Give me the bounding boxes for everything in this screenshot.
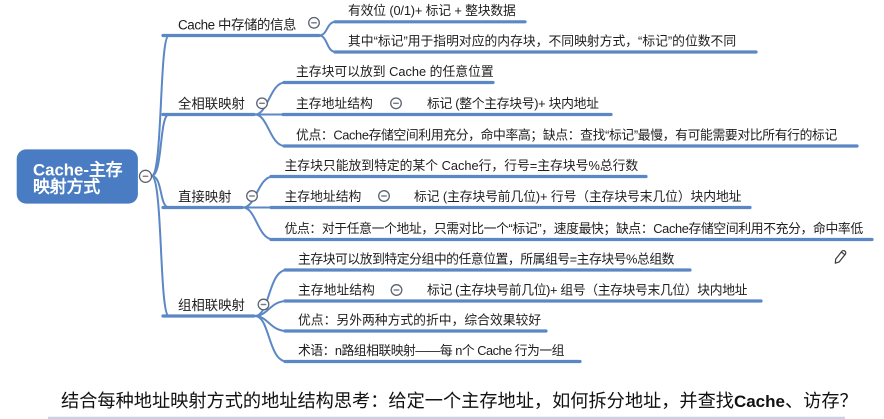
svg-text:优点：另外两种方式的折中，综合效果较好: 优点：另外两种方式的折中，综合效果较好 (298, 312, 541, 327)
svg-text:有效位 (0/1)+ 标记 + 整块数据: 有效位 (0/1)+ 标记 + 整块数据 (348, 3, 516, 18)
svg-text:主存块可以放到 Cache 的任意位置: 主存块可以放到 Cache 的任意位置 (296, 64, 494, 79)
svg-text:直接映射: 直接映射 (178, 189, 232, 205)
svg-text:映射方式: 映射方式 (33, 177, 100, 197)
svg-text:主存地址结构: 主存地址结构 (285, 189, 362, 204)
svg-text:标记 (主存块号前几位)+ 行号（主存块号末几位）块内地址: 标记 (主存块号前几位)+ 行号（主存块号末几位）块内地址 (414, 189, 742, 204)
svg-text:标记 (主存块号前几位)+ 组号（主存块号末几位）块内地址: 标记 (主存块号前几位)+ 组号（主存块号末几位）块内地址 (427, 282, 748, 297)
svg-text:术语：n路组相联映射——每 n个 Cache 行为一组: 术语：n路组相联映射——每 n个 Cache 行为一组 (298, 343, 565, 358)
svg-text:结合每种地址映射方式的地址结构思考：给定一个主存地址，如何拆: 结合每种地址映射方式的地址结构思考：给定一个主存地址，如何拆分地址，并查找Cac… (61, 391, 858, 411)
svg-text:Cache-主存: Cache-主存 (33, 160, 123, 180)
svg-text:其中“标记”用于指明对应的内存块，不同映射方式，“标记”的位: 其中“标记”用于指明对应的内存块，不同映射方式，“标记”的位数不同 (348, 33, 736, 48)
svg-text:优点：Cache存储空间利用充分，命中率高；缺点：查找“标记: 优点：Cache存储空间利用充分，命中率高；缺点：查找“标记”最慢，有可能需要对… (296, 127, 837, 143)
svg-text:标记 (整个主存块号)+ 块内地址: 标记 (整个主存块号)+ 块内地址 (427, 96, 599, 111)
svg-text:主存地址结构: 主存地址结构 (298, 282, 375, 297)
svg-text:Cache 中存储的信息: Cache 中存储的信息 (178, 17, 296, 33)
svg-text:优点：对于任意一个地址，只需对比一个“标记”，速度最快；缺点: 优点：对于任意一个地址，只需对比一个“标记”，速度最快；缺点：Cache存储空间… (285, 221, 864, 237)
svg-text:组相联映射: 组相联映射 (178, 298, 245, 313)
svg-text:主存块可以放到特定分组中的任意位置，所属组号=主存块号%总组: 主存块可以放到特定分组中的任意位置，所属组号=主存块号%总组数 (298, 251, 675, 266)
svg-text:主存块只能放到特定的某个 Cache行，行号=主存块号%总行: 主存块只能放到特定的某个 Cache行，行号=主存块号%总行数 (285, 158, 639, 173)
svg-text:主存地址结构: 主存地址结构 (296, 96, 373, 111)
svg-text:全相联映射: 全相联映射 (178, 96, 245, 112)
